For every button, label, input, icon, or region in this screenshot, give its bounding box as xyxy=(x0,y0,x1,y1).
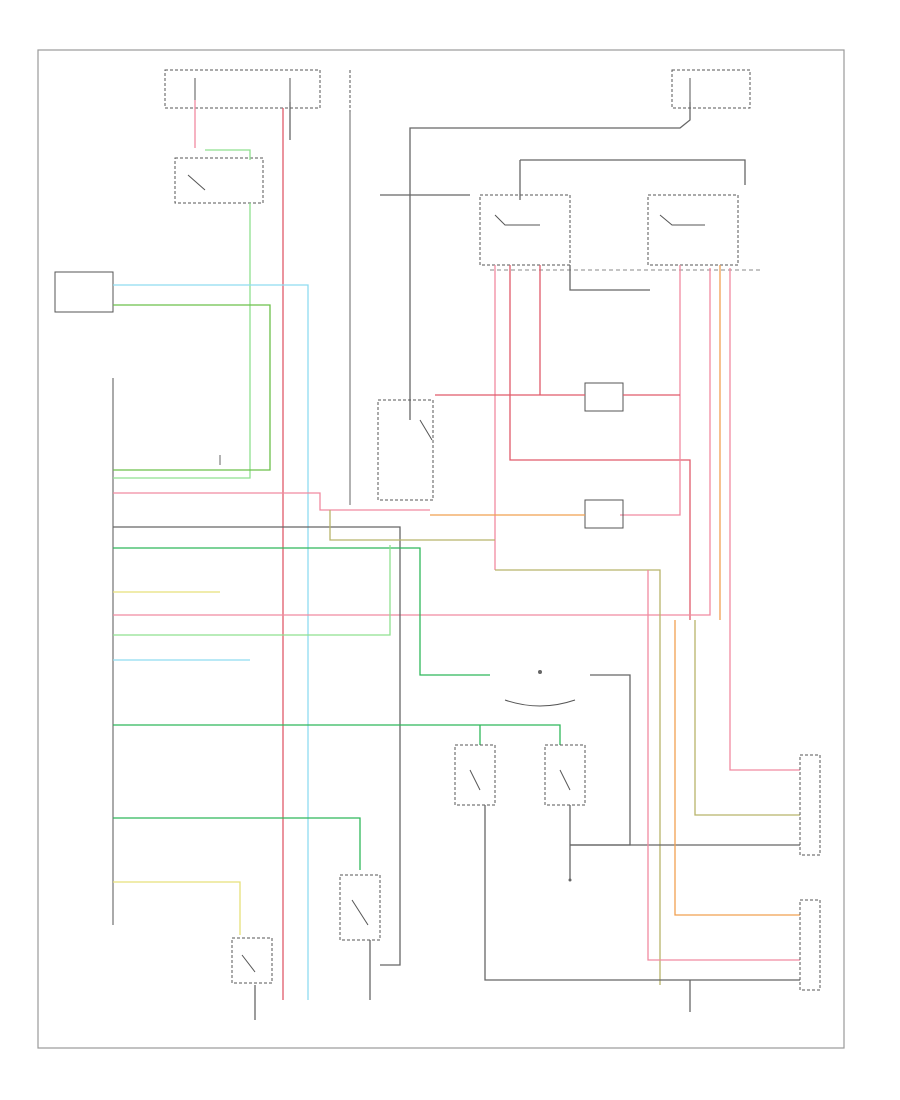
wire-olive-3 xyxy=(694,620,800,816)
key-cylinder-switch xyxy=(377,399,434,501)
wire-black-4 xyxy=(520,159,746,185)
door-lock-relay-right xyxy=(647,194,739,266)
lh-door-lock-switch xyxy=(454,744,496,806)
wire-black-9 xyxy=(570,674,631,846)
wire-lightgreen-3 xyxy=(113,545,391,636)
wire-green-3 xyxy=(113,724,561,745)
front-door-connector xyxy=(799,754,821,856)
wire-pink-6 xyxy=(729,268,800,771)
lock-switch-center xyxy=(504,670,576,707)
wire-pink-5 xyxy=(113,268,711,616)
wire-pink-7 xyxy=(647,570,800,961)
wire-pink-4 xyxy=(113,492,430,511)
trunk-switch xyxy=(231,937,273,984)
wire-olive-1 xyxy=(329,510,495,541)
wire-pink-3 xyxy=(620,265,681,516)
diagram-frame xyxy=(37,49,845,1049)
wire-black-8 xyxy=(113,526,401,966)
driver-door-ajar-switch xyxy=(339,874,381,941)
wire-lightblue-1 xyxy=(113,284,309,1000)
wire-black-3 xyxy=(409,102,691,420)
rh-door-lock-switch xyxy=(544,744,586,806)
wire-red-3 xyxy=(509,265,691,620)
wire-black-10 xyxy=(484,805,800,981)
ground-icon-2 xyxy=(568,878,572,882)
wire-orange-3 xyxy=(674,620,800,916)
door-ajar-switch xyxy=(174,157,264,204)
wire-olive-2 xyxy=(495,569,661,985)
wire-black-7 xyxy=(569,265,650,291)
lh-door-lock-actuator xyxy=(584,499,624,529)
wire-lightgreen-2 xyxy=(113,203,251,479)
generic-electronic-module-box xyxy=(54,271,114,313)
left-door-connector xyxy=(799,899,821,991)
wire-yellow-2 xyxy=(113,881,241,935)
wire-green-1 xyxy=(113,304,271,471)
wire-green-5 xyxy=(113,817,361,870)
door-lock-relay-left xyxy=(479,194,571,266)
wire-lightgreen-1 xyxy=(205,149,251,160)
rh-door-lock-actuator xyxy=(584,382,624,412)
fuse-panel-top-right xyxy=(671,69,751,109)
wire-green-2 xyxy=(113,547,490,676)
fuse-panel-top-left xyxy=(164,69,351,112)
